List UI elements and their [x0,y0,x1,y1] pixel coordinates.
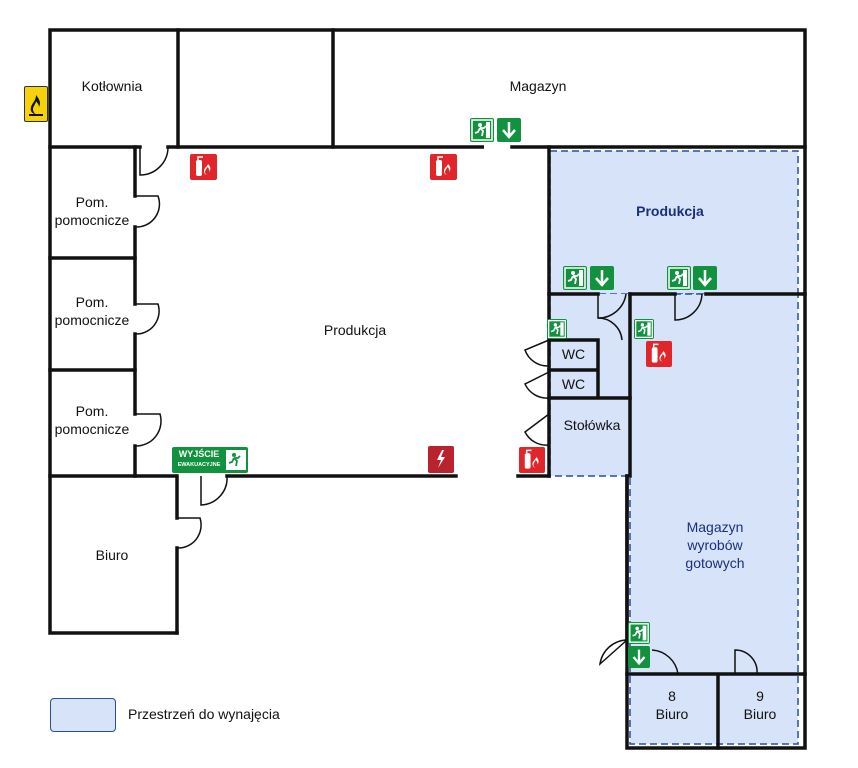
room-warehouse: Magazyn [509,78,567,94]
room-canteen: Stołówka [563,417,621,433]
door [674,293,703,321]
room-office-9-number: 9 [756,688,764,704]
fire-extinguisher-icon [430,154,457,180]
running-man-exit-icon [628,622,650,644]
wall [625,474,807,750]
door [176,517,202,549]
door [134,195,161,228]
door [134,303,160,335]
emergency-exit-sign: WYJŚCIE EWAKUACYJNE [172,447,248,473]
room-office-left: Biuro [95,547,129,563]
door [524,413,550,446]
door [524,339,550,367]
wall [547,338,632,400]
running-man-exit-icon [634,319,654,339]
running-man-exit-icon [563,266,587,290]
door [597,317,623,341]
room-wc-2: WC [561,376,586,392]
room-boiler: Kotłownia [81,78,143,94]
flammable-warning-icon [24,86,48,122]
door [598,639,679,675]
door [139,146,169,176]
fire-extinguisher-icon [190,154,217,180]
room-production-rent: Produkcja [636,203,704,219]
door [134,413,162,447]
wall [176,28,335,149]
running-man-exit-icon [226,450,246,470]
outer-wall [48,28,807,750]
wall [48,256,551,478]
legend-label: Przestrzeń do wynajęcia [128,706,280,722]
door [734,649,758,675]
room-wc-1: WC [561,346,586,362]
running-man-exit-icon [547,319,567,339]
room-aux-3: Pom. pomocnicze [54,403,130,437]
door [200,475,228,506]
emergency-exit-line2: EWAKUACYJNE [177,462,221,468]
room-office-8: Biuro [655,706,689,722]
fire-extinguisher-icon [519,447,545,473]
legend-swatch [50,698,116,732]
arrow-down-icon [693,266,717,290]
arrow-down-icon [628,646,650,668]
arrow-down-icon [497,118,521,142]
room-aux-1: Pom. pomocnicze [54,194,130,228]
fire-extinguisher-icon [646,341,672,367]
door [524,371,550,399]
arrow-down-icon [590,266,614,290]
room-office-9: Biuro [743,706,777,722]
room-finished-goods: Magazyn wyrobów gotowych [685,519,745,571]
room-office-8-number: 8 [668,688,676,704]
emergency-exit-line1: WYJŚCIE [178,449,220,459]
running-man-exit-icon [470,118,494,142]
electrical-hazard-icon [428,446,454,473]
room-production-main: Produkcja [323,322,387,338]
running-man-exit-icon [667,266,691,290]
room-aux-2: Pom. pomocnicze [54,294,130,328]
